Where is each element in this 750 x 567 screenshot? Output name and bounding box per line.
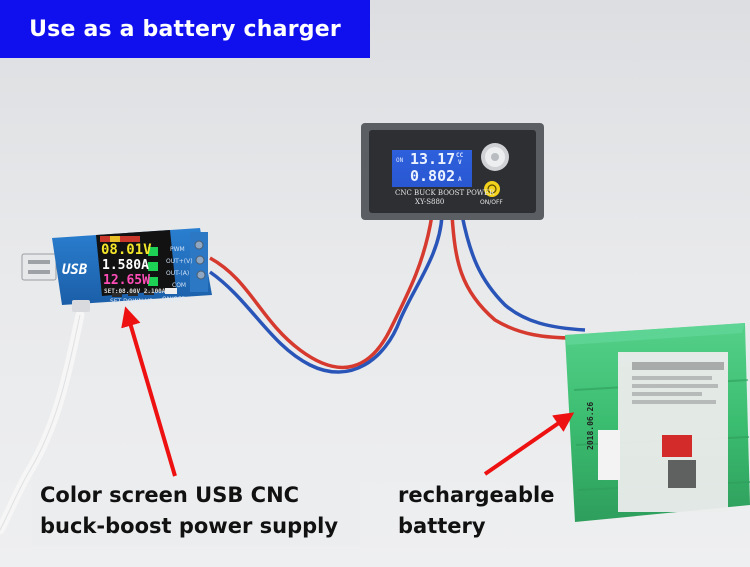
usb-side-label-outv: OUT+(V) [166,258,193,265]
usb-side-label-com: COM [172,282,187,289]
arrow-to-usb-module [121,306,177,477]
usb-power-module [21,228,212,312]
xy-current-unit: A [458,176,462,183]
red-wire-output [450,214,576,340]
usb-logo: USB [62,262,88,278]
xy-current-readout: 0.802 [410,167,456,185]
xy-module-model: XY-S880 [415,198,445,206]
usb-supply-caption: Color screen USB CNC buck-boost power su… [32,478,360,546]
usb-supply-caption-line2: buck-boost power supply [40,514,339,538]
battery-pack [565,323,750,522]
banner-title: Use as a battery charger [0,0,370,58]
red-wire-input [209,214,434,370]
battery-caption-line2: battery [398,514,486,538]
usb-switch-label: ON/OFF [162,296,185,303]
usb-current-readout: 1.580A [102,258,149,273]
xy-on-label: ON [396,157,404,164]
usb-side-label-pwm: PWM [170,246,185,253]
blue-wire-output [460,214,586,332]
battery-date-label: 2018.06.26 [586,401,595,450]
usb-supply-caption-line1: Color screen USB CNC [40,483,300,507]
xy-power-label: ON/OFF [480,199,503,206]
xy-voltage-unit: V [458,159,462,166]
usb-power-readout: 12.65W [103,273,150,288]
usb-voltage-readout: 08.01V [101,242,152,258]
xy-s880-module [361,123,544,220]
xy-cc-label: CC [456,152,464,159]
usb-side-label-outa: OUT-(A) [166,270,190,277]
battery-caption: rechargeable battery [390,478,560,546]
usb-buttons-label: SET DOWN UP [110,298,153,305]
xy-module-name: CNC BUCK BOOST POWER [395,189,495,197]
usb-set-readout: SET:08.00V 2.100A [104,288,166,295]
blue-wire-input [208,214,444,374]
xy-voltage-readout: 13.17 [410,150,456,168]
arrow-to-battery [483,412,575,476]
battery-caption-line1: rechargeable [398,483,555,507]
